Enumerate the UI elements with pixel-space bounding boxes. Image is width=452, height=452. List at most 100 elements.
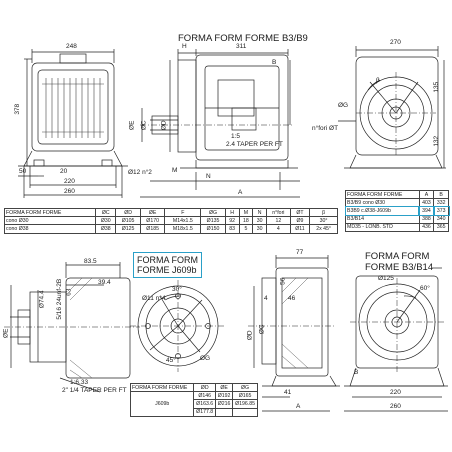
cell: M18x1.5 xyxy=(164,224,202,234)
dim-260: 260 xyxy=(64,188,75,195)
cell: Ø196.85 xyxy=(232,399,258,409)
cell: 340 xyxy=(433,214,449,224)
th-g: ØG xyxy=(200,207,226,218)
cell: 83 xyxy=(224,224,240,234)
cell: Ø170 xyxy=(139,216,166,226)
dim-63: 63 xyxy=(65,288,73,296)
title-j609b-line2: FORME J609b xyxy=(137,265,197,275)
dim-46: 46 xyxy=(288,295,296,302)
cell: Ø38 xyxy=(95,224,117,234)
dim-50: 50 xyxy=(19,168,27,175)
dim-d-mid: ØD xyxy=(246,330,254,341)
th-d-j: ØD xyxy=(193,382,217,393)
th-m: M xyxy=(238,207,254,218)
dim-220-mid: 220 xyxy=(390,389,401,396)
cell: 92 xyxy=(224,216,240,226)
dim-4: 4 xyxy=(264,295,268,302)
title-b3b9: FORMA FORM FORME B3/B9 xyxy=(178,33,308,44)
cell: B3/B9 cono Ø30 xyxy=(345,198,420,208)
table-row: cono Ø38 Ø38 Ø125 Ø185 M18x1.5 Ø150 83 5… xyxy=(3,224,338,234)
cell: B3B9 c.Ø38-J609b xyxy=(344,205,421,217)
dim-220: 220 xyxy=(64,178,75,185)
dim-45-mid: 45° xyxy=(166,357,176,364)
cell: 436 xyxy=(418,222,435,232)
th-b: B xyxy=(433,189,449,200)
cell: 30 xyxy=(252,224,268,234)
th-nfori: n°fori xyxy=(266,207,291,218)
dim-83-5: 83.5 xyxy=(84,258,97,265)
th-n: N xyxy=(252,207,268,218)
cell: 5 xyxy=(238,224,254,234)
dim-e-mid: ØE xyxy=(2,328,10,338)
table-row: B3/B14 388 340 xyxy=(345,214,449,224)
dim-g-mid: ØG xyxy=(200,355,211,362)
title-b3b14-line1: FORMA FORM xyxy=(365,251,430,262)
dim-m: M xyxy=(172,167,178,174)
dim-60: 60° xyxy=(420,285,430,292)
table-a-b: FORMA FORM FORME A B B3/B9 cono Ø30 403 … xyxy=(344,189,450,232)
table-row: MD35 - LONB. STD 436 365 xyxy=(345,222,449,232)
cell: Ø177.8 xyxy=(193,407,217,417)
cell: Ø135 xyxy=(200,216,226,226)
th-e-j: ØE xyxy=(215,382,234,393)
cell: Ø216 xyxy=(215,399,234,409)
table-row: cono Ø30 Ø30 Ø105 Ø170 M14x1.5 Ø135 92 1… xyxy=(3,216,338,226)
front-view-top-left xyxy=(18,49,128,198)
dim-beta: β xyxy=(376,77,380,84)
cell: Ø11 xyxy=(289,224,311,234)
cell: B3/B14 xyxy=(345,214,420,224)
th-g-j: ØG xyxy=(232,382,258,393)
end-view-j609b xyxy=(130,280,226,372)
cell: Ø125 xyxy=(115,224,141,234)
cell: Ø9 xyxy=(289,216,311,226)
table-row: Ø177.8 xyxy=(131,407,258,417)
cell: Ø192 xyxy=(215,391,234,401)
cell: 18 xyxy=(238,216,254,226)
dim-b: B xyxy=(272,59,277,66)
th-h: H xyxy=(224,207,240,218)
side-view-j609b xyxy=(4,262,140,393)
dim-g-top: ØG xyxy=(338,102,349,109)
cell: Ø163.6 xyxy=(193,399,217,409)
dim-41: 41 xyxy=(284,389,292,396)
cell: MD35 - LONB. STD xyxy=(345,222,420,232)
table-row: B3/B9 cono Ø30 403 332 xyxy=(345,198,449,208)
cell: cono Ø38 xyxy=(3,224,97,234)
th-a: A xyxy=(418,189,435,200)
dim-56: 56 xyxy=(279,277,287,285)
cell: 30° xyxy=(309,216,338,226)
taper-ratio-mid: 1:6.33 xyxy=(70,379,89,386)
th-t: ØT xyxy=(289,207,311,218)
cell: 394 xyxy=(418,205,435,217)
th-forma: FORMA FORM FORME xyxy=(3,207,97,218)
dim-248: 248 xyxy=(66,43,77,50)
dim-20: 20 xyxy=(60,168,68,175)
dim-378: 378 xyxy=(14,103,22,115)
table-cone-dims: FORMA FORM FORME ØC ØD ØE F ØG H M N n°f… xyxy=(3,207,338,234)
cell: Ø30 xyxy=(95,216,117,226)
cell: Ø105 xyxy=(115,216,141,226)
title-j609b-line1: FORMA FORM xyxy=(137,255,198,265)
cell: 403 xyxy=(418,198,435,208)
table-j609b: FORMA FORM FORME ØD ØE ØG J609b Ø146 Ø19… xyxy=(129,382,258,417)
cell: Ø185 xyxy=(139,224,166,234)
cell: Ø150 xyxy=(200,224,226,234)
th-f: F xyxy=(164,207,202,218)
dim-holes: Ø12 n°2 xyxy=(128,169,152,176)
dim-77: 77 xyxy=(296,249,304,256)
dim-a: A xyxy=(238,189,243,196)
cell: Ø146 xyxy=(193,391,217,401)
cell: 12 xyxy=(266,216,291,226)
th-e: ØE xyxy=(139,207,166,218)
taper-ratio-top: 1:5 xyxy=(231,133,241,140)
cell xyxy=(215,407,234,417)
taper-note-mid: 2" 1/4 TAPER PER FT xyxy=(62,387,127,394)
dim-132: 132 xyxy=(433,135,441,147)
th-d: ØD xyxy=(115,207,141,218)
dim-270: 270 xyxy=(390,39,401,46)
cell: 365 xyxy=(433,222,449,232)
title-j609b-box: FORMA FORM FORME J609b xyxy=(133,252,202,278)
dim-h: H xyxy=(182,43,187,50)
